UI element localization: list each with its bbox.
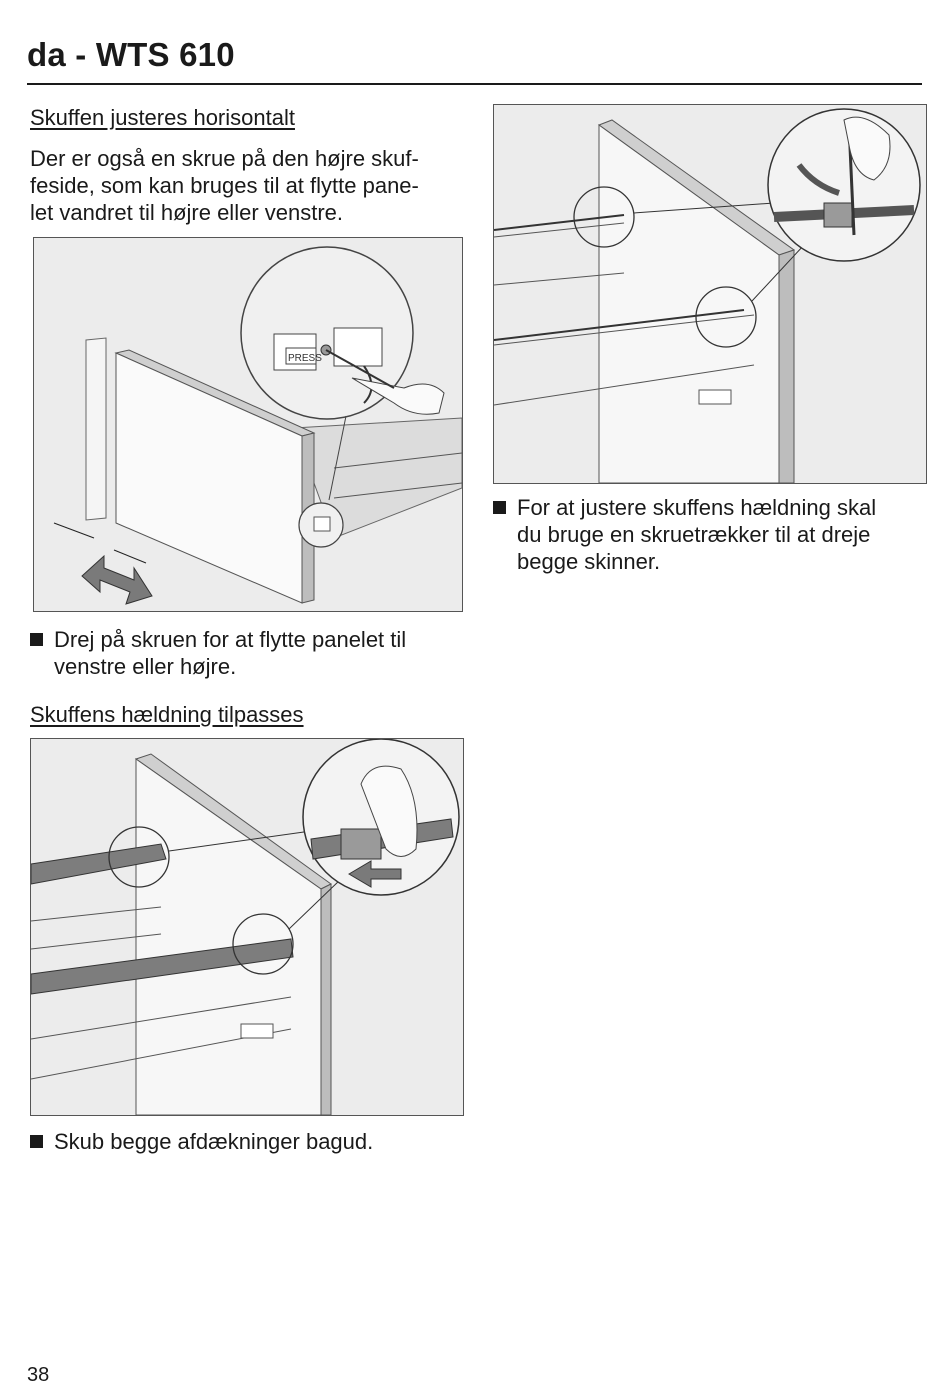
- intro-paragraph: Der er også en skrue på den højre skuf- …: [30, 145, 470, 226]
- step-line: venstre eller højre.: [54, 654, 237, 679]
- bullet-square-icon: [493, 501, 506, 514]
- bullet-square-icon: [30, 633, 43, 646]
- step-turn-rails: For at justere skuffens hældning skal du…: [493, 494, 947, 575]
- figure-horizontal-adjustment: PRESS: [33, 237, 463, 612]
- paragraph-line: feside, som kan bruges til at flytte pan…: [30, 173, 419, 198]
- step-line: begge skinner.: [517, 549, 661, 574]
- paragraph-line: Der er også en skrue på den højre skuf-: [30, 146, 419, 171]
- step-push-covers: Skub begge afdækninger bagud.: [30, 1128, 484, 1155]
- section-heading-horizontal: Skuffen justeres horisontalt: [30, 105, 295, 130]
- step-line: Skub begge afdækninger bagud.: [54, 1129, 374, 1154]
- section-heading-tilt: Skuffens hældning tilpasses: [30, 702, 304, 727]
- bullet-square-icon: [30, 1135, 43, 1148]
- page-number: 38: [27, 1364, 50, 1386]
- figure-slide-covers: [30, 738, 464, 1116]
- step-line: For at justere skuffens hældning skal: [517, 495, 877, 520]
- figure-screwdriver-rails: [493, 104, 927, 484]
- step-line: du bruge en skruetrækker til at dreje: [517, 522, 871, 547]
- screwdriver-illustration: [494, 105, 926, 483]
- paragraph-line: let vandret til højre eller venstre.: [30, 200, 344, 225]
- rails-covers-illustration: [31, 739, 463, 1115]
- step-turn-screw: Drej på skruen for at flytte panelet til…: [30, 626, 484, 680]
- step-line: Drej på skruen for at flytte panelet til: [54, 627, 407, 652]
- press-label: PRESS: [288, 353, 322, 364]
- document-title: da - WTS 610: [27, 36, 235, 73]
- header-rule: [27, 83, 922, 85]
- drawer-illustration: PRESS: [34, 238, 462, 611]
